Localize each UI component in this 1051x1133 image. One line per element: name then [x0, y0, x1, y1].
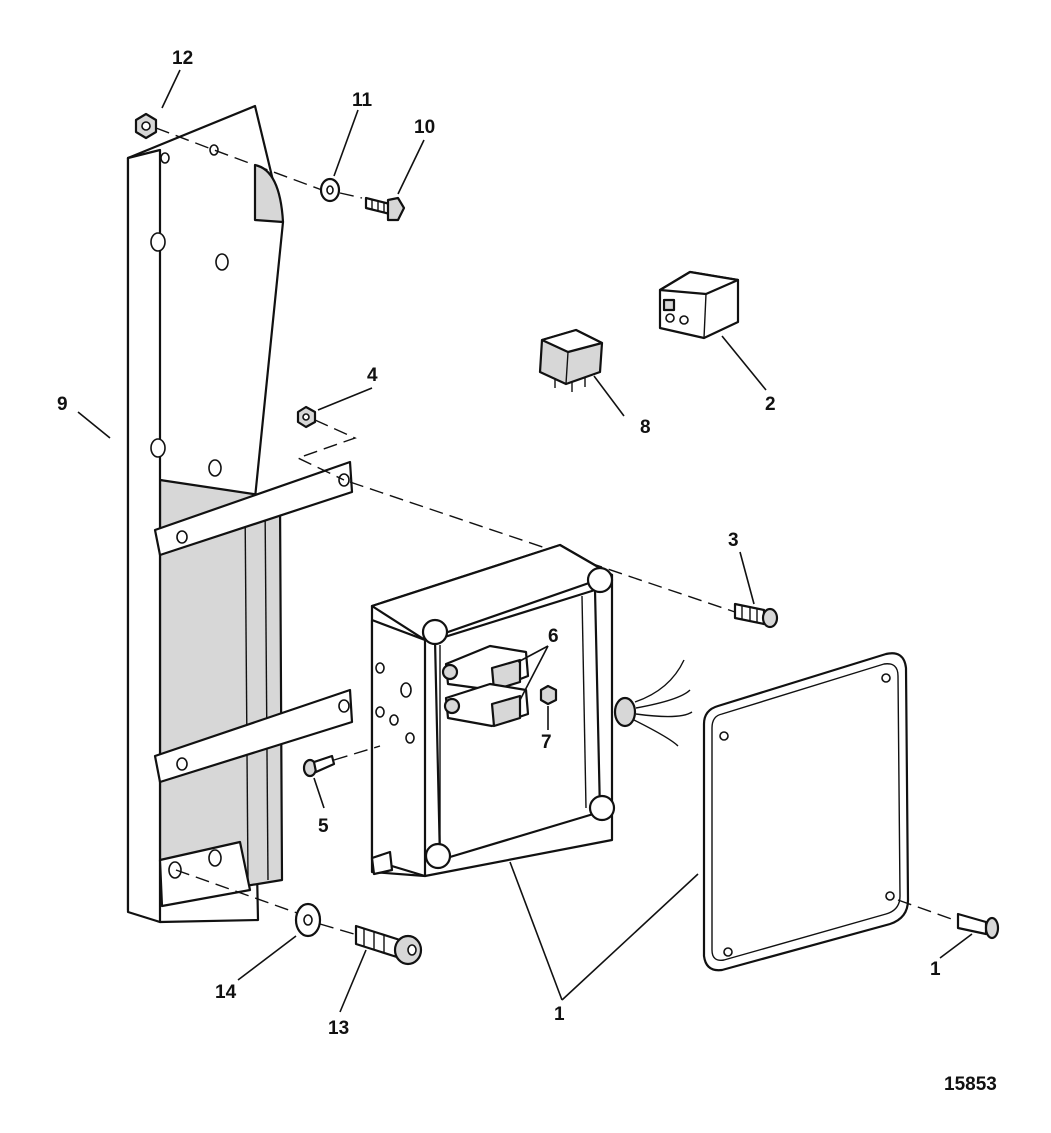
connector-6-upper: [441, 644, 530, 692]
callout-6: 6: [548, 626, 559, 647]
washer-11: [319, 177, 341, 203]
callout-12: 12: [172, 48, 193, 69]
callout-10: 10: [414, 117, 435, 138]
nut-12: [134, 112, 158, 140]
bolt-13: [354, 924, 423, 966]
callout-2: 2: [765, 394, 776, 415]
nut-4: [296, 405, 317, 429]
screw-5: [302, 754, 336, 778]
relay-2: [658, 270, 740, 340]
callout-11: 11: [352, 90, 373, 111]
callout-8: 8: [640, 417, 651, 438]
callout-3: 3: [728, 530, 739, 551]
callout-7: 7: [541, 732, 552, 753]
leader-lines: [77, 69, 973, 1013]
washer-14: [294, 902, 322, 938]
control-box: [370, 543, 693, 878]
callout-5: 5: [318, 816, 329, 837]
callout-1-box: 1: [554, 1004, 565, 1025]
screw-1: [956, 912, 1000, 940]
callout-14: 14: [215, 982, 237, 1003]
relay-8: [538, 328, 604, 392]
screw-3: [733, 602, 779, 629]
callout-13: 13: [328, 1018, 349, 1039]
mounting-bracket: [126, 104, 354, 924]
figure-id: 15853: [944, 1074, 997, 1095]
nut-7: [539, 684, 558, 706]
cover-plate: [702, 652, 910, 972]
callout-1-screw: 1: [930, 959, 941, 980]
connector-6-lower: [443, 682, 530, 728]
callout-4: 4: [367, 365, 378, 386]
bolt-10: [364, 196, 406, 222]
callouts: 12 11 10 4 9 8 2 3 6 7 5 14 13 1 1: [57, 48, 941, 1039]
callout-9: 9: [57, 394, 68, 415]
